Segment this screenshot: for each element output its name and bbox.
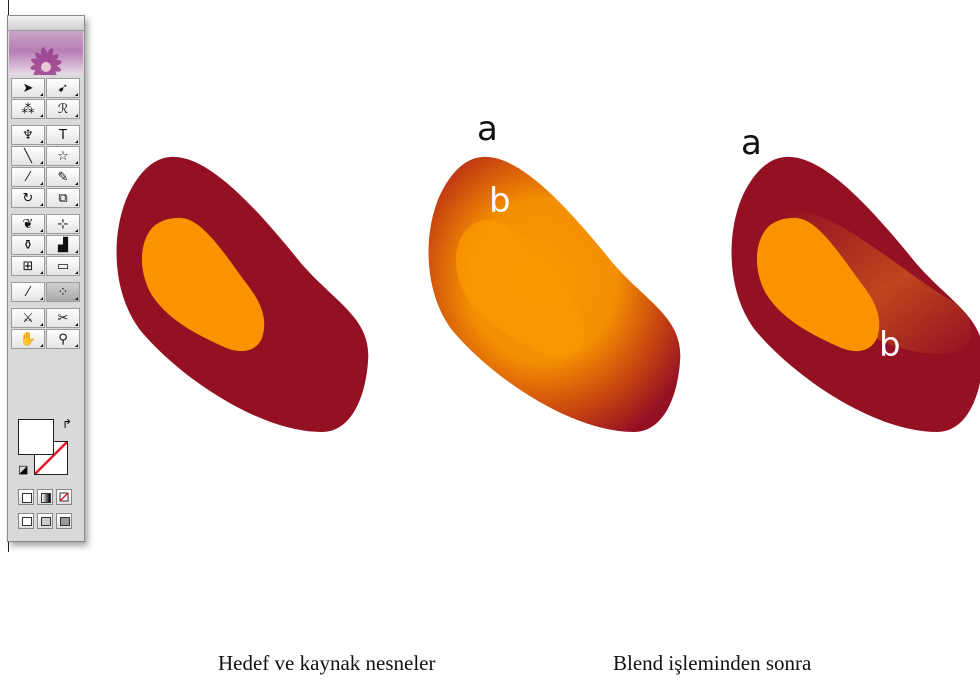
label-b-right: b — [879, 328, 901, 362]
fill-swatch[interactable] — [18, 419, 54, 455]
caption-after-blend: Blend işleminden sonra — [613, 651, 811, 676]
caption-target-source: Hedef ve kaynak nesneler — [218, 651, 435, 676]
label-a-left: a — [477, 112, 498, 146]
label-b-left: b — [489, 184, 511, 218]
label-a-right: a — [741, 126, 762, 160]
